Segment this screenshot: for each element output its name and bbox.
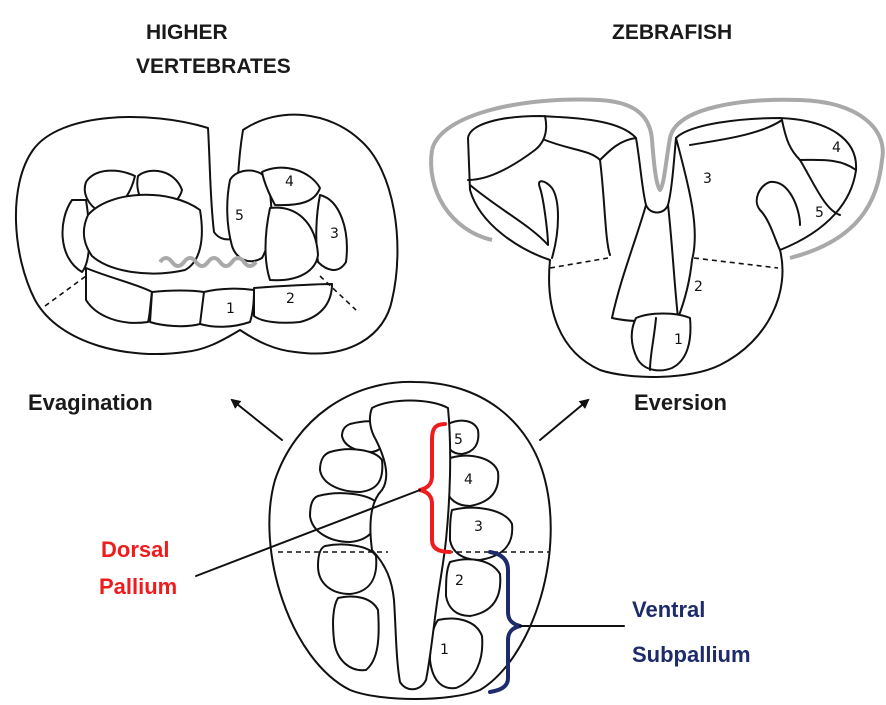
- arrow-eversion: [540, 400, 588, 440]
- label-pallium: Pallium: [99, 574, 177, 599]
- zf-number-1: 1: [674, 332, 683, 348]
- heading-higher-line2: VERTEBRATES: [136, 55, 291, 78]
- heading-higher-line1: HIGHER: [146, 21, 228, 44]
- heading-zebrafish: ZEBRAFISH: [612, 21, 732, 44]
- embryo-section: 1 2 3 4 5: [196, 382, 624, 699]
- hv-number-1: 1: [226, 301, 235, 317]
- label-subpallium: Subpallium: [632, 642, 751, 667]
- em-number-1: 1: [440, 642, 449, 658]
- hv-number-5: 5: [235, 208, 244, 224]
- label-eversion: Eversion: [634, 390, 727, 415]
- hv-number-3: 3: [330, 226, 339, 242]
- label-dorsal: Dorsal: [101, 537, 169, 562]
- em-number-3: 3: [474, 519, 483, 535]
- label-evagination: Evagination: [28, 390, 153, 415]
- higher-vertebrates-section: 1 2 3 4 5: [16, 115, 398, 354]
- em-number-5: 5: [454, 432, 463, 448]
- zf-number-2: 2: [694, 279, 703, 295]
- hv-number-4: 4: [285, 174, 294, 190]
- em-number-4: 4: [464, 472, 473, 488]
- hv-left-lobe-bottom: [150, 291, 204, 327]
- zf-number-4: 4: [832, 140, 841, 156]
- hv-number-2: 2: [286, 291, 295, 307]
- zf-number-5: 5: [815, 205, 824, 221]
- label-ventral: Ventral: [632, 597, 705, 622]
- zf-number-3: 3: [703, 171, 712, 187]
- em-number-2: 2: [455, 573, 464, 589]
- zebrafish-section: 1 2 3 4 5: [431, 99, 883, 376]
- arrow-evagination: [232, 400, 282, 440]
- em-left-lobe-5: [333, 597, 379, 671]
